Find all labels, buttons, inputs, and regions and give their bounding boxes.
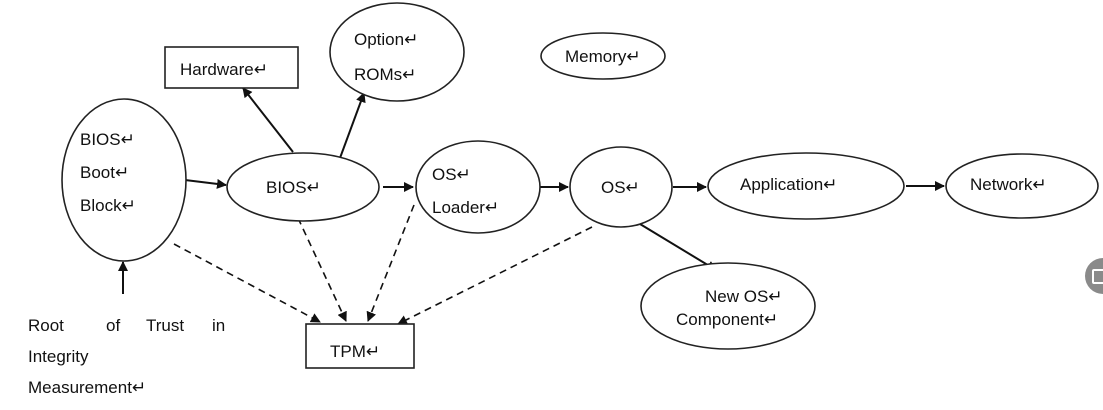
tpm-label: TPM↵ xyxy=(330,342,380,361)
edge-bootblock-to-tpm xyxy=(173,243,321,323)
bios-boot-block-line2: Boot↵ xyxy=(80,163,129,182)
option-roms-line1: Option↵ xyxy=(354,30,418,49)
root-word-4: in xyxy=(212,316,225,335)
bios-boot-block-line3: Block↵ xyxy=(80,196,136,215)
option-roms-line2: ROMs↵ xyxy=(354,65,416,84)
node-option-roms: Option↵ ROMs↵ xyxy=(329,2,465,102)
root-word-3: Trust xyxy=(146,316,184,335)
os-label: OS↵ xyxy=(601,178,640,197)
root-line-2: Integrity xyxy=(28,347,89,366)
network-label: Network↵ xyxy=(970,175,1047,194)
node-network: Network↵ xyxy=(945,153,1099,219)
application-label: Application↵ xyxy=(740,175,837,194)
edge-osloader-to-tpm xyxy=(366,204,415,322)
node-memory: Memory↵ xyxy=(540,32,666,80)
memory-label: Memory↵ xyxy=(565,47,641,66)
node-os: OS↵ xyxy=(569,146,673,228)
hardware-label: Hardware↵ xyxy=(180,60,268,79)
node-hardware: Hardware↵ xyxy=(164,46,299,89)
edge-bios-to-optionroms xyxy=(339,92,366,159)
external-link-button[interactable] xyxy=(1085,258,1103,294)
edge-bootblock-to-bios xyxy=(184,178,227,189)
os-loader-line2: Loader↵ xyxy=(432,198,499,217)
node-application: Application↵ xyxy=(707,152,905,220)
new-os-component-line1: New OS↵ xyxy=(705,287,783,306)
node-new-os-component: New OS↵ Component↵ xyxy=(640,262,816,350)
os-loader-line1: OS↵ xyxy=(432,165,471,184)
node-os-loader: OS↵ Loader↵ xyxy=(415,140,541,234)
edge-bios-to-tpm xyxy=(297,217,347,322)
new-os-component-line2: Component↵ xyxy=(676,310,778,329)
root-of-trust-caption: Root of Trust in Integrity Measurement↵ xyxy=(28,316,225,397)
edge-os-to-tpm xyxy=(397,226,593,325)
node-bios-boot-block: BIOS↵ Boot↵ Block↵ xyxy=(61,98,187,262)
root-line-3: Measurement↵ xyxy=(28,378,146,397)
node-bios: BIOS↵ xyxy=(226,152,380,222)
edge-os-to-newoscomponent xyxy=(639,223,717,271)
root-word-1: Root xyxy=(28,316,64,335)
external-link-icon xyxy=(1092,269,1103,284)
edge-bios-to-hardware xyxy=(242,87,294,153)
root-word-2: of xyxy=(106,316,120,335)
bios-boot-block-line1: BIOS↵ xyxy=(80,130,135,149)
node-tpm: TPM↵ xyxy=(305,323,415,369)
bios-label: BIOS↵ xyxy=(266,178,321,197)
